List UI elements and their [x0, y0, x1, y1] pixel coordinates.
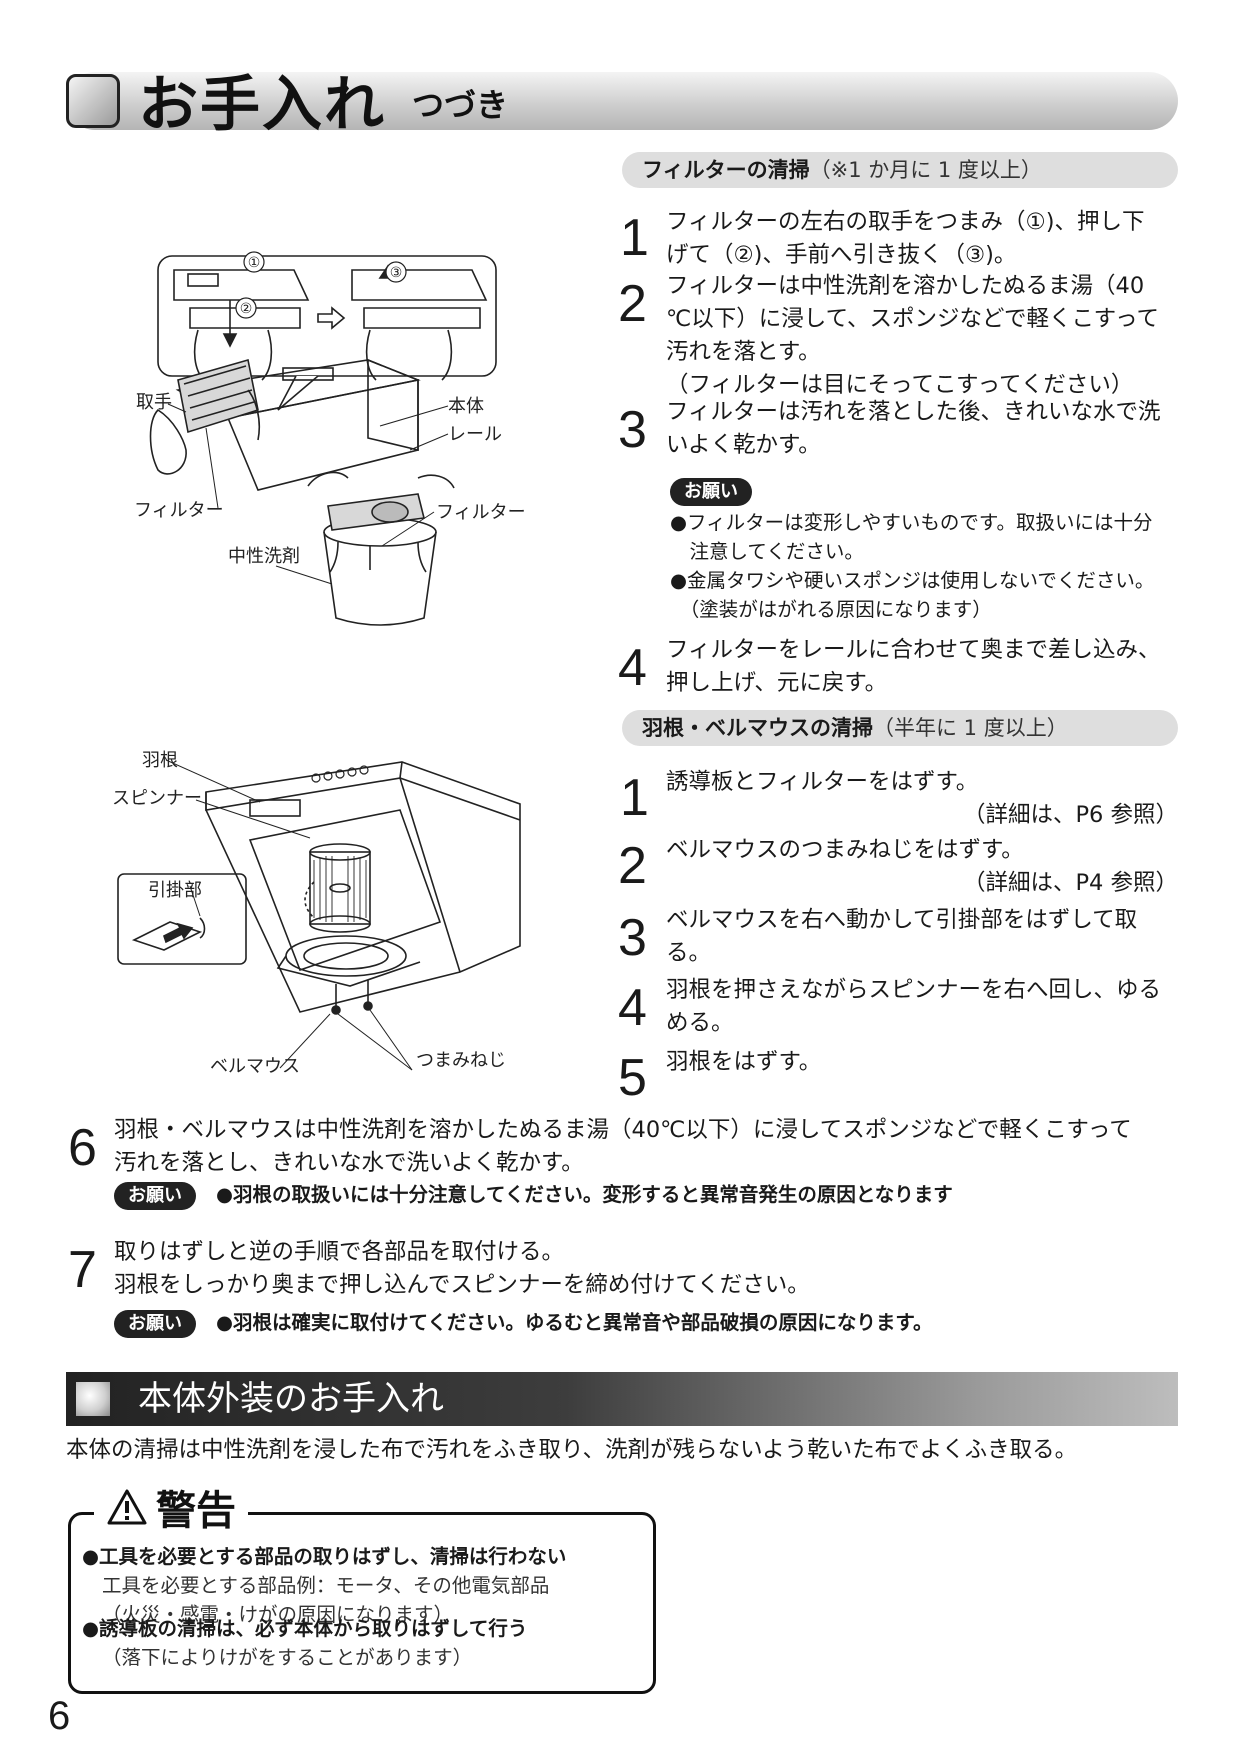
inset-frame: [157, 255, 497, 377]
label-spinner: スピンナー: [112, 788, 202, 809]
filter-step-2-number: 2: [618, 275, 647, 333]
fan-step-2-text: ベルマウスのつまみねじをはずす。 （詳細は、P4 参照）: [666, 834, 1178, 900]
warning-item-1: ●工具を必要とする部品の取りはずし、清掃は行わない 工具を必要とする部品例：モー…: [82, 1545, 567, 1626]
fan-removal-illustration: 羽根 スピンナー 引掛部 ベルマウス つまみねじ: [112, 750, 521, 1077]
label-fan: 羽根: [142, 750, 178, 771]
page-title: お手入れ: [138, 70, 386, 140]
filter-onegai-item-2: ●金属タワシや硬いスポンジは使用しないでください。 （塗装がはがれる原因になりま…: [670, 569, 1155, 621]
step-6-onegai-badge: お願い: [114, 1182, 196, 1210]
filter-step-1-number: 1: [620, 209, 649, 267]
label-circle-1: ①: [248, 255, 261, 271]
label-filter-1: フィルター: [134, 500, 224, 521]
fan-step-5-text: 羽根をはずす。: [666, 1049, 822, 1075]
exterior-text: 本体の清掃は中性洗剤を浸した布で汚れをふき取り、洗剤が残らないよう乾いた布でよく…: [66, 1437, 1078, 1463]
exterior-square-icon: [76, 1382, 110, 1416]
filter-onegai-badge: お願い: [670, 478, 752, 506]
fan-step-3-text: ベルマウスを右へ動かして引掛部をはずして取 る。: [666, 907, 1138, 966]
label-bellmouth: ベルマウス: [210, 1056, 300, 1077]
step-7-onegai-badge: お願い: [114, 1310, 196, 1338]
step-6-onegai-text: ●羽根の取扱いには十分注意してください。変形すると異常音発生の原因となります: [216, 1183, 953, 1206]
fan-step-2-note: （詳細は、P4 参照）: [962, 870, 1178, 896]
fan-step-1-note: （詳細は、P6 参照）: [962, 802, 1178, 828]
filter-heading-text: フィルターの清掃: [642, 158, 810, 182]
page-number: 6: [48, 1694, 71, 1738]
filter-step-1-text: フィルターの左右の取手をつまみ（①)、押し下 げて（②)、手前へ引き抜く（③)。: [666, 209, 1145, 268]
step-7-onegai-text: ●羽根は確実に取付けてください。ゆるむと異常音や部品破損の原因になります。: [216, 1311, 933, 1334]
label-circle-3: ③: [390, 265, 403, 281]
filter-step-3-text: フィルターは汚れを落とした後、きれいな水で洗 いよく乾かす。: [666, 399, 1161, 458]
label-body: 本体: [448, 396, 484, 417]
step-6-text: 羽根・ベルマウスは中性洗剤を溶かしたぬるま湯（40℃以下）に浸してスポンジなどで…: [114, 1117, 1132, 1176]
exterior-section-bar: [66, 1372, 1178, 1426]
step-7-text: 取りはずしと逆の手順で各部品を取付ける。 羽根をしっかり奥まで押し込んでスピンナ…: [114, 1239, 810, 1298]
circle-3-icon: [385, 261, 407, 283]
label-knob-screw: つまみねじ: [416, 1050, 506, 1071]
fan-step-2-number: 2: [618, 837, 647, 895]
warning-box: [68, 1512, 656, 1694]
warning-item-2: ●誘導板の清掃は、必ず本体から取りはずして行う （落下によりけがをすることがあり…: [82, 1617, 528, 1669]
filter-step-3-number: 3: [618, 401, 647, 459]
circle-2-icon: [235, 297, 257, 319]
filter-section-heading: フィルターの清掃（※1 か月に 1 度以上）: [622, 152, 1178, 188]
fan-step-1-number: 1: [620, 769, 649, 827]
warning-title: 警告: [156, 1488, 236, 1534]
header-square-icon: [66, 74, 120, 128]
page-subtitle: つづき: [412, 86, 509, 124]
exterior-section-title: 本体外装のお手入れ: [138, 1379, 444, 1419]
filter-heading-note: （※1 か月に 1 度以上）: [809, 158, 1042, 182]
warning-header: 警告: [94, 1478, 248, 1536]
warning-triangle-icon: [107, 1489, 147, 1525]
filter-removal-illustration: ① ② ③ 取手 本体 レール フィルター フィルター 中性洗剤: [134, 251, 526, 626]
label-detergent: 中性洗剤: [228, 546, 300, 567]
filter-step-2-text: フィルターは中性洗剤を溶かしたぬるま湯（40 ℃以下）に浸して、スポンジなどで軽…: [666, 273, 1160, 398]
fan-step-3-number: 3: [618, 909, 647, 967]
step-6-number: 6: [68, 1119, 97, 1177]
label-circle-2: ②: [240, 301, 253, 317]
label-rail: レール: [448, 424, 502, 445]
label-hook: 引掛部: [148, 880, 202, 901]
label-handle: 取手: [136, 392, 172, 413]
label-filter-2: フィルター: [436, 502, 526, 523]
filter-step-4-number: 4: [618, 639, 647, 697]
fan-section-heading: 羽根・ベルマウスの清掃（半年に 1 度以上）: [622, 710, 1178, 746]
step-7-number: 7: [68, 1241, 97, 1299]
circle-1-icon: [243, 251, 265, 273]
fan-step-1-text: 誘導板とフィルターをはずす。 （詳細は、P6 参照）: [666, 766, 1178, 832]
fan-step-5-number: 5: [618, 1049, 647, 1107]
fan-step-4-text: 羽根を押さえながらスピンナーを右へ回し、ゆる める。: [666, 977, 1162, 1036]
fan-heading-text: 羽根・ベルマウスの清掃: [642, 716, 873, 740]
header-bar: [66, 72, 1178, 130]
fan-step-4-number: 4: [618, 979, 647, 1037]
filter-step-4-text: フィルターをレールに合わせて奥まで差し込み、 押し上げ、元に戻す。: [666, 637, 1161, 696]
fan-heading-note: （半年に 1 度以上）: [873, 716, 1068, 740]
filter-onegai-item-1: ●フィルターは変形しやすいものです。取扱いには十分 注意してください。: [670, 511, 1153, 563]
